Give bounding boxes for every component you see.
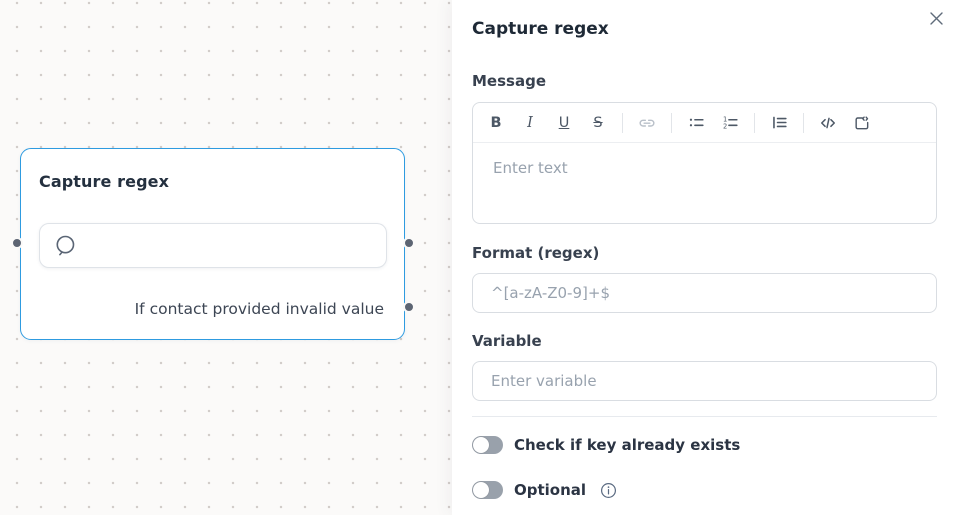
toggle-knob	[473, 437, 489, 453]
capture-regex-node[interactable]: Capture regex If contact provided invali…	[12, 148, 413, 340]
toolbar-separator	[754, 112, 755, 133]
message-label: Message	[472, 72, 546, 90]
info-circle-icon[interactable]	[600, 482, 617, 499]
capture-regex-settings-panel: Capture regex Message B I U S	[452, 0, 956, 515]
node-input-preview	[39, 223, 387, 268]
toolbar-separator	[671, 112, 672, 133]
strikethrough-button[interactable]: S	[593, 114, 603, 131]
toolbar-separator	[622, 112, 623, 133]
fail-output-port-right[interactable]	[404, 303, 413, 311]
italic-button[interactable]: I	[527, 114, 533, 131]
code-icon[interactable]	[818, 113, 838, 133]
check-key-toggle[interactable]	[472, 436, 503, 454]
optional-toggle-label: Optional	[514, 481, 587, 499]
format-regex-input[interactable]	[472, 273, 937, 313]
svg-text:2: 2	[723, 123, 727, 131]
output-port-right[interactable]	[404, 239, 413, 247]
bullet-list-icon[interactable]	[686, 113, 706, 133]
code-block-icon[interactable]	[852, 113, 872, 133]
blockquote-icon[interactable]	[769, 113, 789, 133]
flow-canvas[interactable]: Capture regex If contact provided invali…	[0, 0, 452, 515]
variable-label: Variable	[472, 332, 542, 350]
section-divider	[472, 416, 937, 417]
underline-button[interactable]: U	[558, 114, 570, 131]
node-title: Capture regex	[39, 172, 170, 191]
chat-bubble-icon	[53, 233, 77, 258]
optional-toggle-row: Optional	[472, 481, 937, 499]
panel-title: Capture regex	[472, 19, 609, 39]
bold-button[interactable]: B	[490, 114, 502, 131]
check-key-toggle-label: Check if key already exists	[514, 436, 741, 454]
close-button[interactable]	[925, 7, 947, 29]
format-regex-label: Format (regex)	[472, 244, 600, 262]
message-editor: B I U S 1	[472, 102, 937, 224]
input-port-left[interactable]	[12, 239, 21, 247]
toggle-knob	[473, 482, 489, 498]
message-textarea[interactable]	[473, 143, 936, 223]
svg-text:1: 1	[723, 115, 727, 123]
variable-input[interactable]	[472, 361, 937, 401]
optional-toggle[interactable]	[472, 481, 503, 499]
message-toolbar: B I U S 1	[473, 103, 936, 143]
node-fail-caption: If contact provided invalid value	[134, 300, 384, 318]
toolbar-separator	[803, 112, 804, 133]
close-x-icon	[928, 10, 945, 27]
link-icon[interactable]	[637, 113, 657, 133]
check-key-toggle-row: Check if key already exists	[472, 436, 937, 454]
ordered-list-icon[interactable]: 1 2	[720, 113, 740, 133]
